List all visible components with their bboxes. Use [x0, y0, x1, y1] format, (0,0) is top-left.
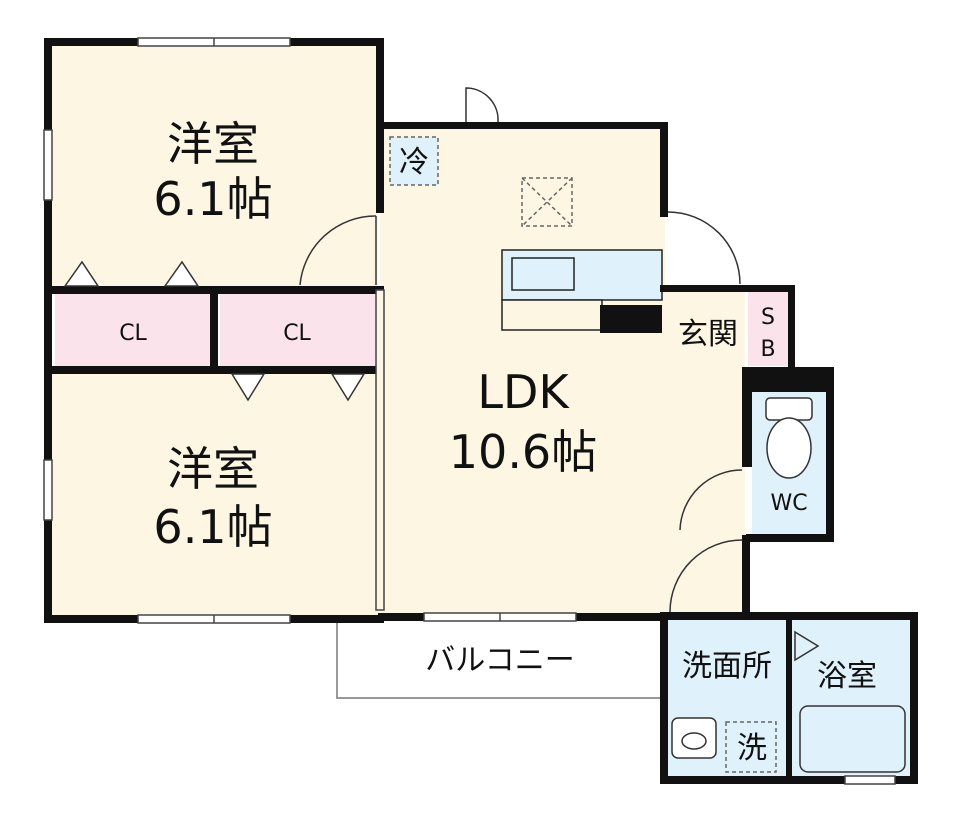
- western-room-bottom-area: [50, 372, 378, 617]
- shoe-box-label-2: B: [760, 337, 775, 362]
- toilet-icon: [765, 397, 813, 479]
- western-room-top-name: 洋室: [167, 117, 259, 171]
- western-room-bottom-name: 洋室: [167, 442, 259, 496]
- bathroom-label: 浴室: [817, 659, 877, 694]
- western-room-bottom-size: 6.1帖: [153, 500, 272, 554]
- washer-label: 洗: [737, 731, 767, 766]
- bathtub-icon: [799, 705, 906, 773]
- vent-box: [521, 177, 573, 227]
- kitchen-sink: [511, 257, 575, 291]
- western-room-top-area: [50, 45, 378, 290]
- ldk-area: [380, 125, 665, 617]
- washer-space: [725, 721, 777, 773]
- toilet-label: WC: [770, 491, 807, 516]
- closet-arrows: [63, 260, 366, 402]
- balcony-label: バルコニー: [425, 643, 574, 678]
- closet-left-label: CL: [119, 321, 147, 346]
- hallway-area: [665, 290, 745, 620]
- counter-base: [501, 299, 603, 331]
- closet-right-area: [220, 292, 378, 368]
- shoe-box-area: [748, 292, 788, 366]
- fridge-space: [389, 136, 439, 186]
- fridge-label: 冷: [399, 145, 429, 180]
- closet-left-area: [55, 292, 210, 368]
- entrance-label: 玄関: [678, 317, 738, 352]
- closet-right-label: CL: [283, 321, 311, 346]
- counter-dark-block: [600, 305, 662, 333]
- doors: [299, 87, 820, 662]
- ldk-name: LDK: [477, 365, 570, 419]
- wash-basin-icon: [671, 717, 717, 759]
- western-room-top-size: 6.1帖: [153, 172, 272, 226]
- ldk-size: 10.6帖: [449, 425, 597, 479]
- windows: [43, 37, 896, 785]
- washroom-label: 洗面所: [682, 649, 772, 684]
- shoe-box-label-1: S: [761, 305, 775, 330]
